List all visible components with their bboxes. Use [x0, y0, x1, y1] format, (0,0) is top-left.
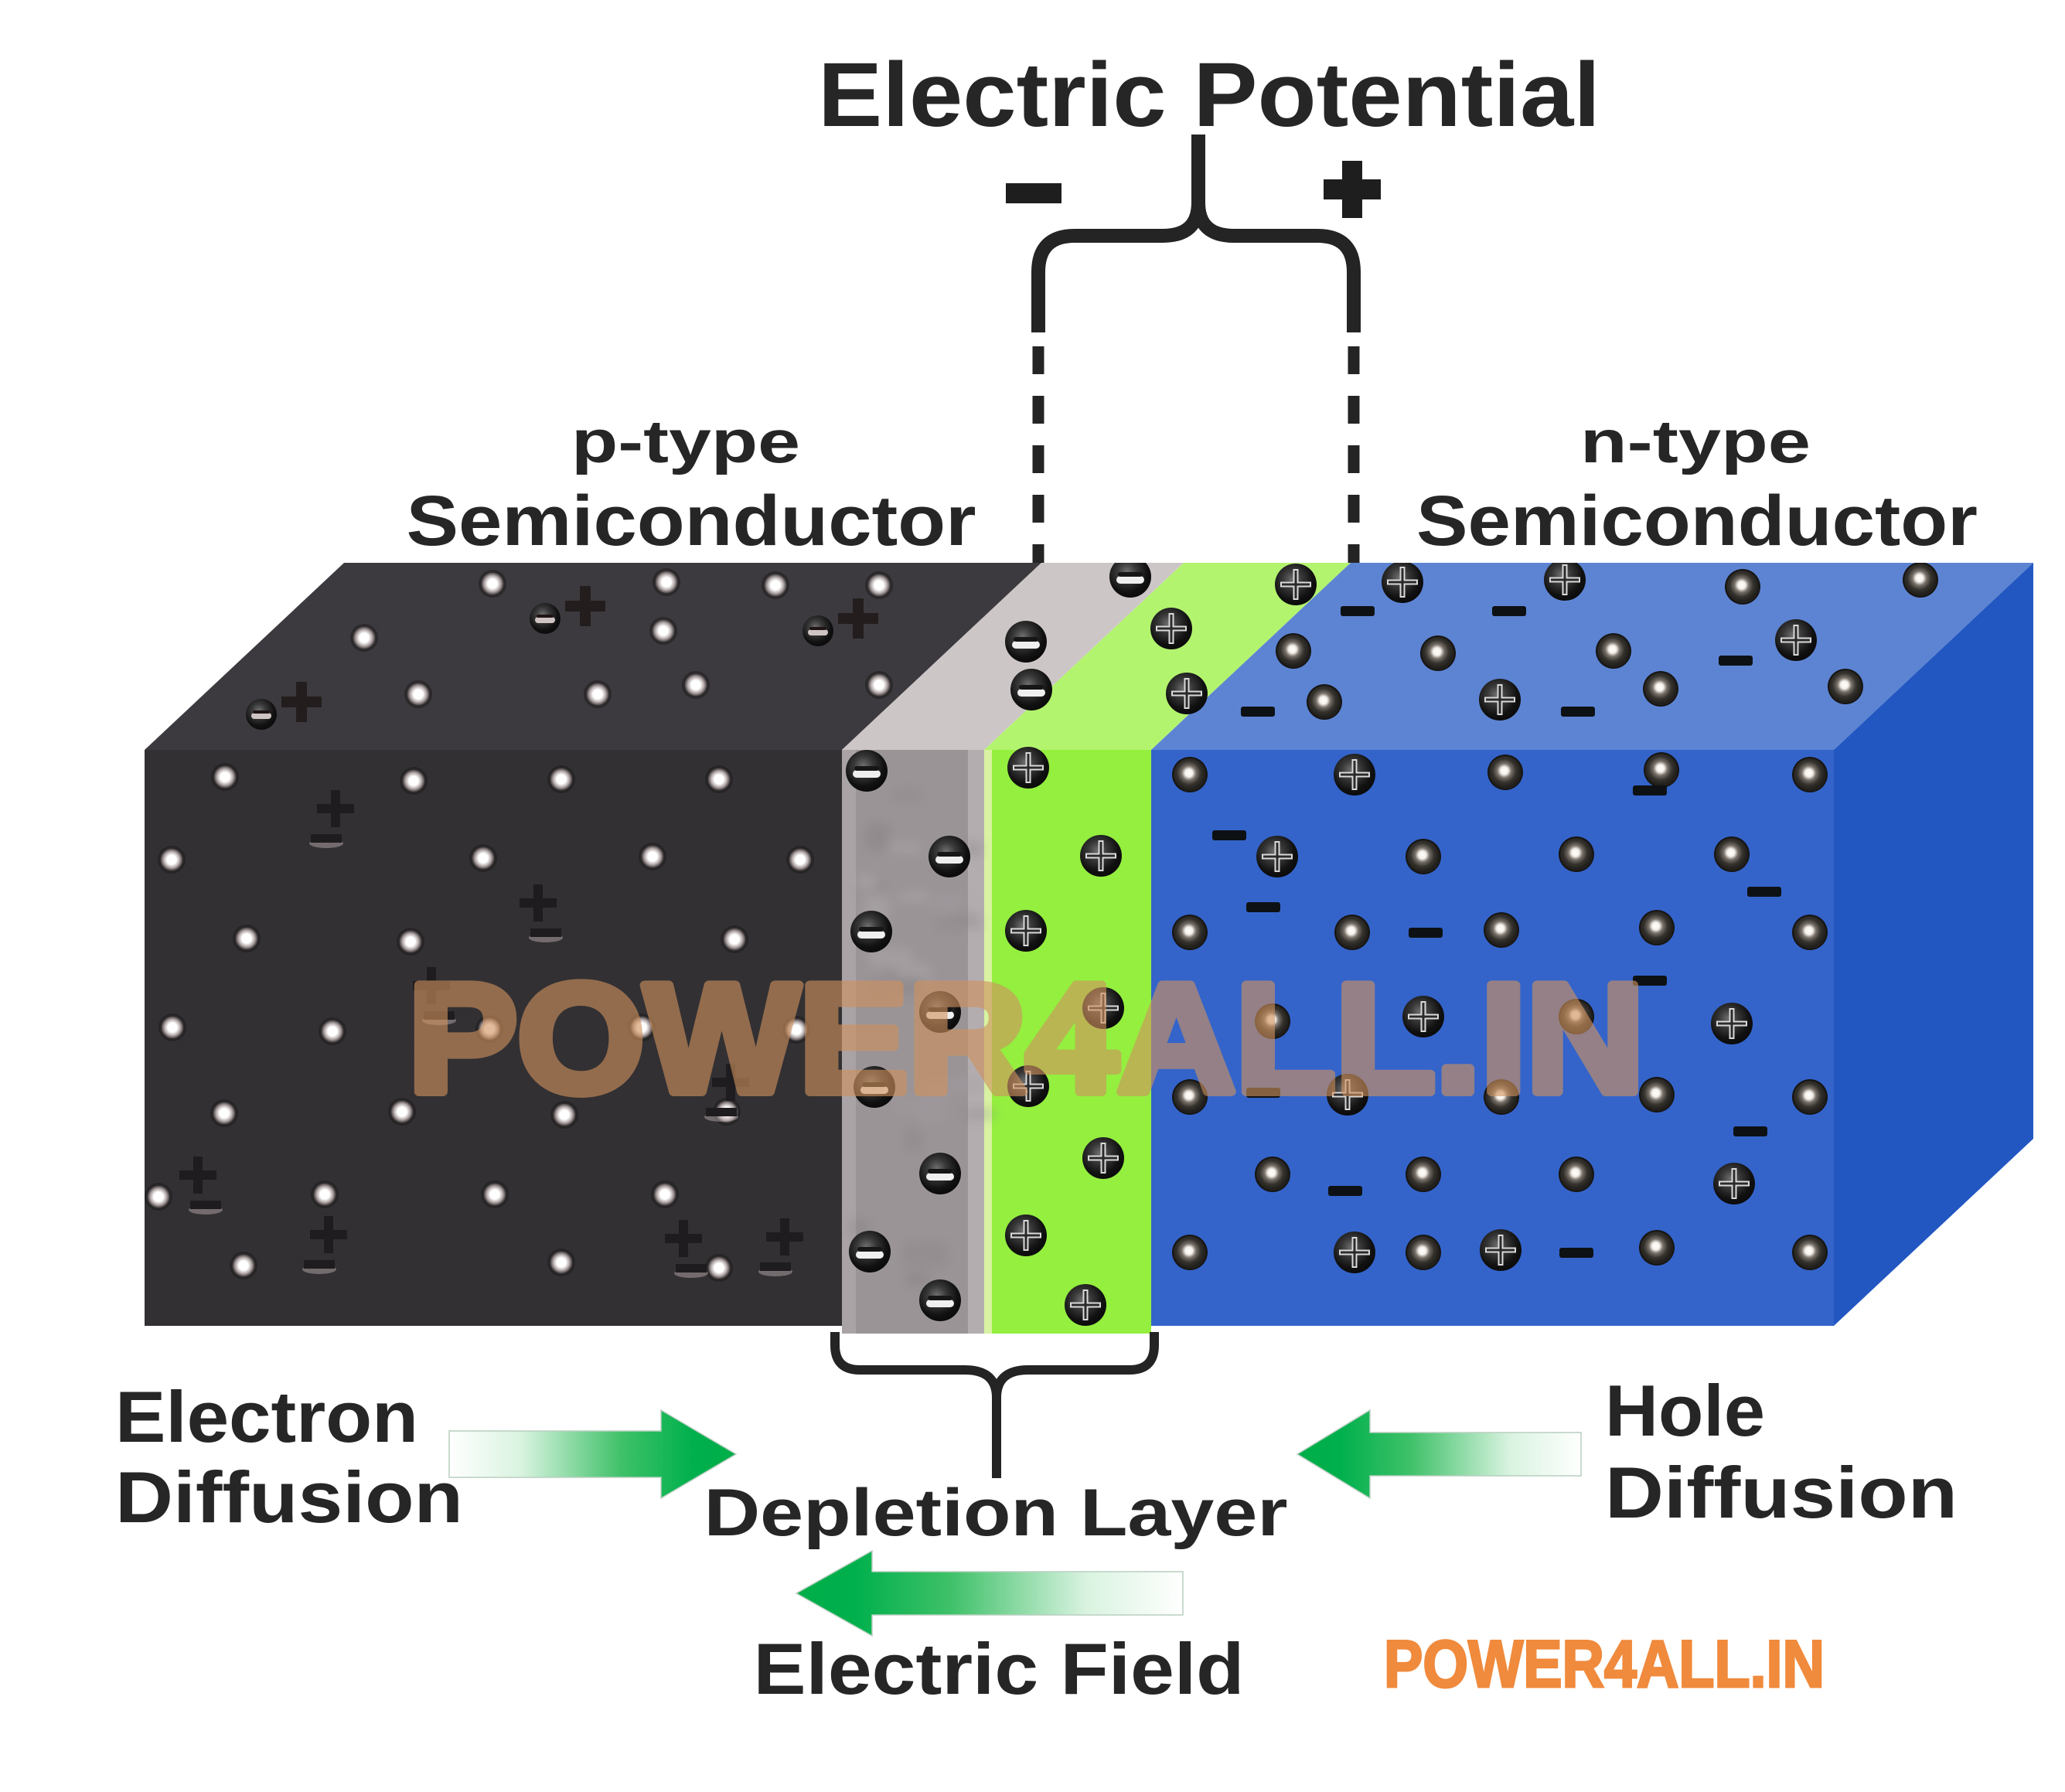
svg-text:Hole: Hole: [1605, 1370, 1765, 1451]
svg-text:POWER4ALL.IN: POWER4ALL.IN: [1384, 1627, 1825, 1702]
svg-text:Depletion Layer: Depletion Layer: [704, 1476, 1288, 1550]
svg-text:Semiconductor: Semiconductor: [407, 482, 976, 560]
svg-text:POWER4ALL.IN: POWER4ALL.IN: [408, 952, 1644, 1125]
svg-text:Semiconductor: Semiconductor: [1416, 482, 1978, 560]
svg-text:p-type: p-type: [571, 407, 800, 475]
svg-text:Electric Field: Electric Field: [754, 1628, 1245, 1709]
svg-text:Electron: Electron: [115, 1376, 418, 1457]
svg-text:Diffusion: Diffusion: [1605, 1452, 1958, 1533]
svg-text:n-type: n-type: [1580, 407, 1811, 475]
svg-text:Electric Potential: Electric Potential: [818, 44, 1600, 146]
svg-text:Diffusion: Diffusion: [115, 1456, 463, 1538]
